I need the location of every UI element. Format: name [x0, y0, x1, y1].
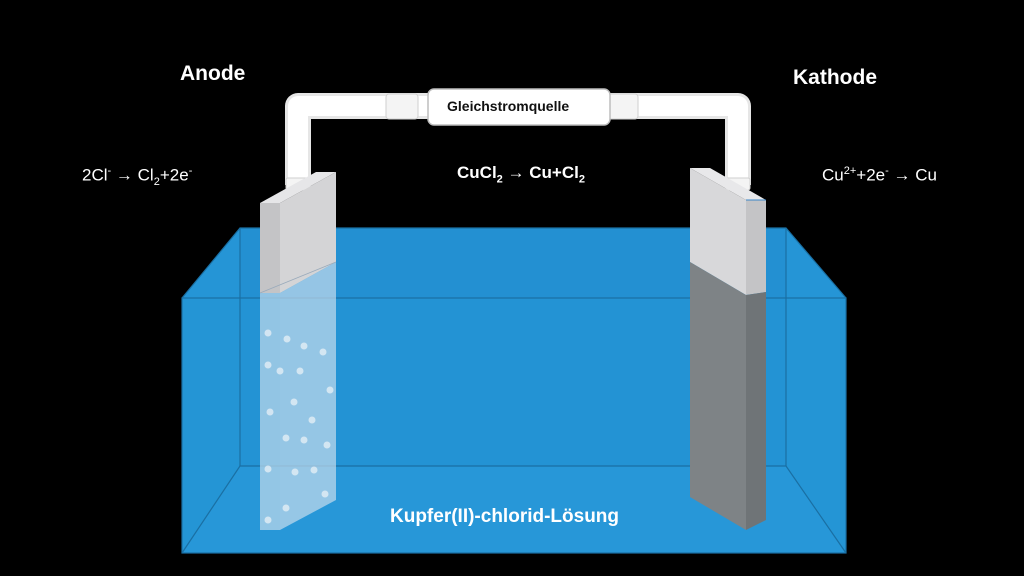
cathode-equation: Cu2++2e- → Cu [822, 165, 937, 186]
anode-eq-rhs-charge: - [188, 165, 193, 177]
cathode-eq-rhs: Cu [915, 165, 937, 185]
overall-lhs: CuCl [457, 163, 497, 182]
anode-eq-arrow: → [115, 165, 133, 185]
anode-eq-lhs-charge: - [107, 165, 112, 177]
cathode-eq-electron-charge: - [885, 165, 889, 177]
anode-eq-rhs-subscript: 2 [153, 176, 160, 189]
cathode-electrode [690, 168, 766, 530]
overall-arrow: → [507, 163, 525, 182]
cathode-eq-arrow: → [893, 165, 911, 185]
tank-edges [181, 227, 847, 554]
anode-title: Anode [180, 62, 246, 85]
anode-equation: 2Cl- → Cl2+2e- [82, 165, 192, 188]
overall-rhs: Cu+Cl [529, 163, 579, 182]
overall-rhs-subscript: 2 [578, 173, 585, 186]
anode-eq-lhs: 2Cl [82, 165, 108, 185]
overall-lhs-subscript: 2 [496, 173, 503, 186]
power-source-box [427, 88, 611, 126]
anode-eq-rhs-a: Cl [137, 165, 154, 185]
cathode-title: Kathode [793, 66, 877, 89]
cathode-eq-lhs-charge: 2+ [843, 165, 857, 177]
cathode-eq-lhs-a: Cu [822, 165, 844, 185]
power-source-label: Gleichstromquelle [447, 98, 570, 114]
solution-label: Kupfer(II)-chlorid-Lösung [390, 506, 620, 527]
overall-equation: CuCl2 → Cu+Cl2 [457, 163, 585, 185]
gas-bubbles [264, 329, 334, 524]
anode-eq-rhs-b: +2e [159, 165, 189, 185]
cathode-eq-lhs-b: +2e [856, 165, 886, 185]
